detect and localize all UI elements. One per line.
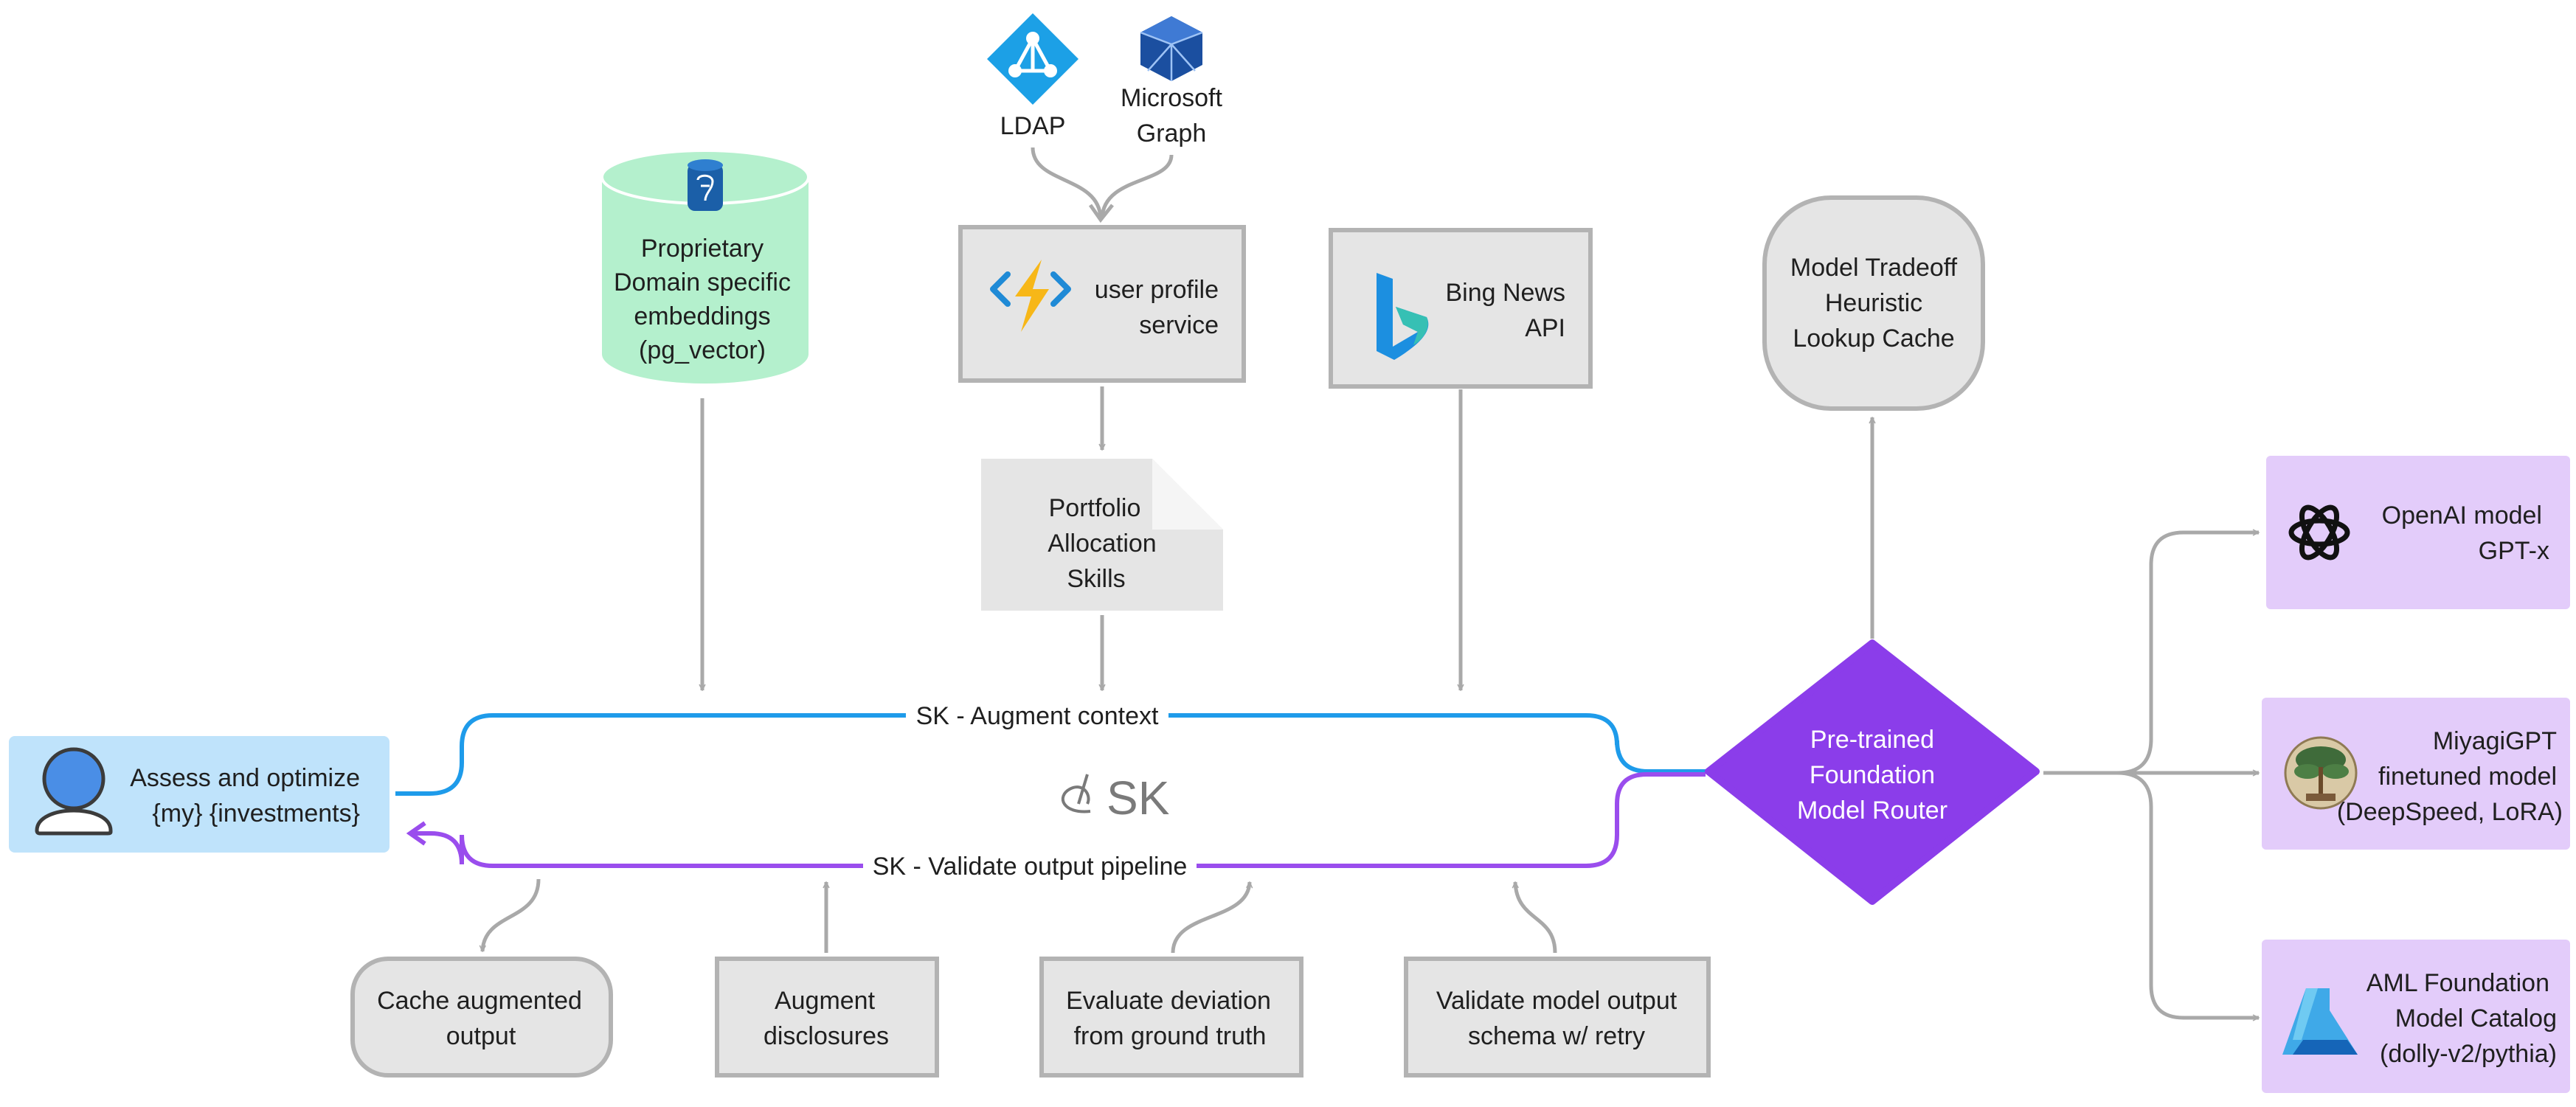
validate-schema-label-line-1: Validate model output — [1436, 987, 1677, 1015]
user-request-node[interactable]: Assess and optimize {my} {investments} — [9, 736, 389, 853]
postgres-icon — [688, 159, 723, 211]
miyagi-label-line-1: MiyagiGPT — [2433, 727, 2557, 755]
pipeline-step-validate-schema[interactable]: Validate model output schema w/ retry — [1404, 957, 1711, 1077]
router-label-line-3: Model Router — [1797, 797, 1947, 825]
aml-label-line-2: Model Catalog — [2395, 1004, 2557, 1033]
disclosures-label-line-1: Augment — [775, 987, 876, 1015]
ldap-node[interactable]: LDAP — [987, 13, 1078, 140]
microsoft-graph-node[interactable]: Microsoft Graph — [1121, 16, 1223, 148]
bing-news-api-node[interactable]: Bing News API — [1329, 228, 1593, 389]
model-tradeoff-cache-node[interactable]: Model Tradeoff Heuristic Lookup Cache — [1762, 195, 1985, 411]
embeddings-database[interactable]: Proprietary Domain specific embeddings (… — [600, 149, 810, 384]
validate-pipeline-label: SK - Validate output pipeline — [873, 853, 1188, 881]
connectors — [482, 147, 2259, 1018]
ldap-connector — [1031, 147, 1103, 219]
user-profile-service-node[interactable]: user profile service — [958, 225, 1246, 383]
graph-connector — [1100, 154, 1174, 219]
evaluate-label-line-1: Evaluate deviation — [1066, 987, 1271, 1015]
aml-catalog-model-node[interactable]: AML Foundation Model Catalog (dolly-v2/p… — [2262, 940, 2570, 1093]
openai-icon — [2288, 504, 2350, 561]
router-label-line-1: Pre-trained — [1810, 726, 1934, 754]
pipeline-step-cache-output[interactable]: Cache augmented output — [350, 957, 613, 1077]
augment-context-label: SK - Augment context — [916, 702, 1159, 730]
portfolio-label-line-3: Skills — [1067, 565, 1125, 593]
router-label-line-2: Foundation — [1810, 761, 1935, 789]
user-profile-label-line-2: service — [1139, 311, 1219, 339]
user-label-line-1: Assess and optimize — [130, 764, 360, 792]
sk-logo-icon: SK — [1061, 771, 1169, 825]
bing-label-line-2: API — [1525, 314, 1565, 342]
validate-schema-connector — [1515, 882, 1557, 954]
cache-output-connector — [482, 878, 541, 951]
azure-functions-icon — [990, 260, 1071, 332]
pipeline-step-evaluate[interactable]: Evaluate deviation from ground truth — [1039, 957, 1303, 1077]
embeddings-label-line-4: (pg_vector) — [639, 336, 766, 364]
ldap-label: LDAP — [1000, 112, 1066, 140]
sk-flow: SK - Augment context SK - Validate outpu… — [395, 696, 1706, 885]
validate-label-bg — [863, 847, 1197, 885]
miyagi-label-line-2: finetuned model — [2378, 763, 2557, 791]
validate-arrowhead — [406, 821, 426, 846]
validate-schema-label-line-2: schema w/ retry — [1468, 1022, 1645, 1050]
aml-label-line-3: (dolly-v2/pythia) — [2380, 1040, 2557, 1068]
portfolio-skills-document[interactable]: Portfolio Allocation Skills — [981, 459, 1223, 611]
sk-logo-text: SK — [1107, 771, 1169, 825]
cache-output-label-line-2: output — [446, 1022, 516, 1050]
portfolio-label-line-2: Allocation — [1048, 530, 1156, 558]
embeddings-label-line-3: embeddings — [634, 302, 770, 330]
bing-label-line-1: Bing News — [1445, 279, 1565, 307]
portfolio-label-line-1: Portfolio — [1049, 494, 1141, 522]
evaluate-label-line-2: from ground truth — [1074, 1022, 1267, 1050]
bing-icon — [1377, 273, 1429, 360]
augment-label-bg — [906, 696, 1168, 735]
graph-label-line-1: Microsoft — [1121, 84, 1222, 112]
router-to-aml-arrow — [2116, 771, 2259, 1018]
bonsai-icon — [2284, 736, 2358, 810]
router-to-openai-arrow — [2043, 532, 2259, 775]
embeddings-label-line-2: Domain specific — [614, 268, 791, 296]
embeddings-label-line-1: Proprietary — [641, 235, 764, 263]
azure-ml-icon — [2282, 988, 2358, 1055]
user-icon — [35, 747, 113, 836]
cache-label-line-1: Model Tradeoff — [1790, 254, 1958, 282]
miyagigpt-model-node[interactable]: MiyagiGPT finetuned model (DeepSpeed, Lo… — [2262, 698, 2570, 850]
merge-arrowhead — [1088, 204, 1114, 223]
microsoft-graph-icon — [1140, 16, 1203, 81]
cache-label-line-2: Heuristic — [1825, 289, 1922, 317]
evaluate-connector — [1171, 882, 1250, 954]
aml-label-line-1: AML Foundation — [2366, 969, 2549, 997]
cache-label-line-3: Lookup Cache — [1793, 325, 1954, 353]
miyagi-label-line-3: (DeepSpeed, LoRA) — [2337, 798, 2563, 826]
pipeline-step-disclosures[interactable]: Augment disclosures — [715, 957, 939, 1077]
openai-label-line-2: GPT-x — [2479, 537, 2549, 565]
disclosures-label-line-2: disclosures — [764, 1022, 889, 1050]
openai-model-node[interactable]: OpenAI model GPT-x — [2266, 456, 2570, 609]
graph-label-line-2: Graph — [1137, 119, 1207, 148]
model-router-node[interactable]: Pre-trained Foundation Model Router — [1705, 639, 2040, 905]
cache-output-label-line-1: Cache augmented — [377, 987, 582, 1015]
openai-label-line-1: OpenAI model — [2382, 502, 2542, 530]
azure-ad-icon — [987, 13, 1078, 105]
user-label-line-2: {my} {investments} — [152, 799, 360, 827]
user-profile-label-line-1: user profile — [1095, 276, 1219, 304]
